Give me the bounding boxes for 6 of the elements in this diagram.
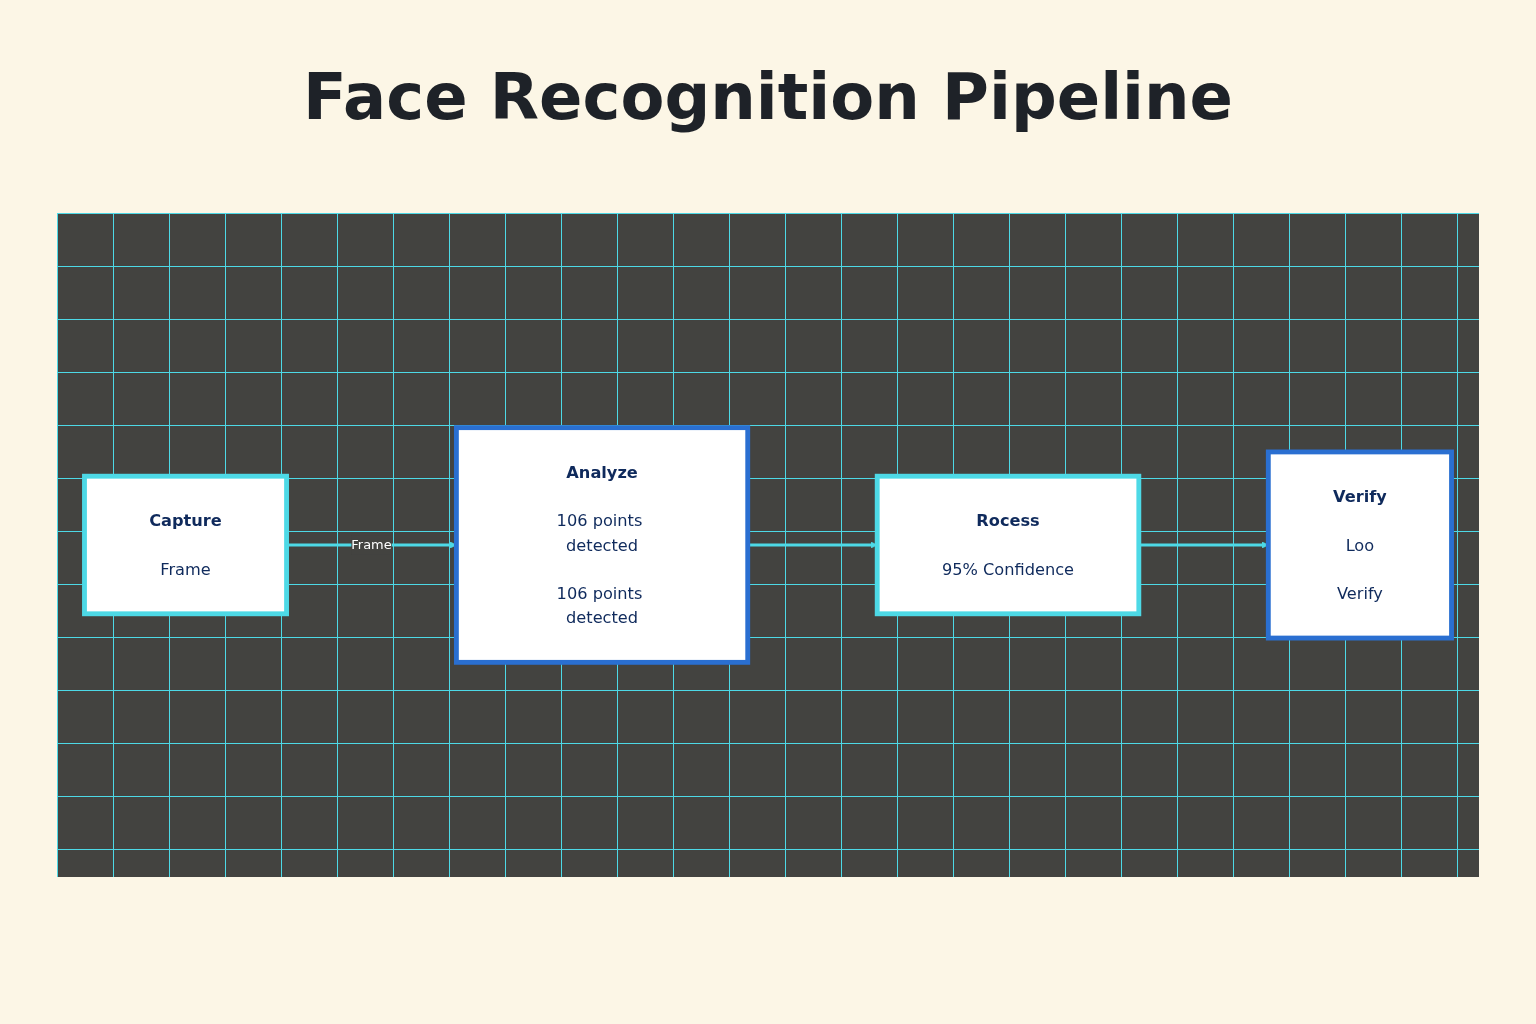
node-box — [1265, 449, 1454, 641]
node-box — [453, 425, 751, 665]
diagram-title: Face Recognition Pipeline — [302, 59, 1234, 136]
grid-panel: Frame Capture Frame Analyze 106 points detected 106 points detected Rocess 95% Confidence Verify Loo Verify — [57, 213, 1479, 877]
node-box — [874, 473, 1142, 617]
node-box — [82, 473, 289, 617]
